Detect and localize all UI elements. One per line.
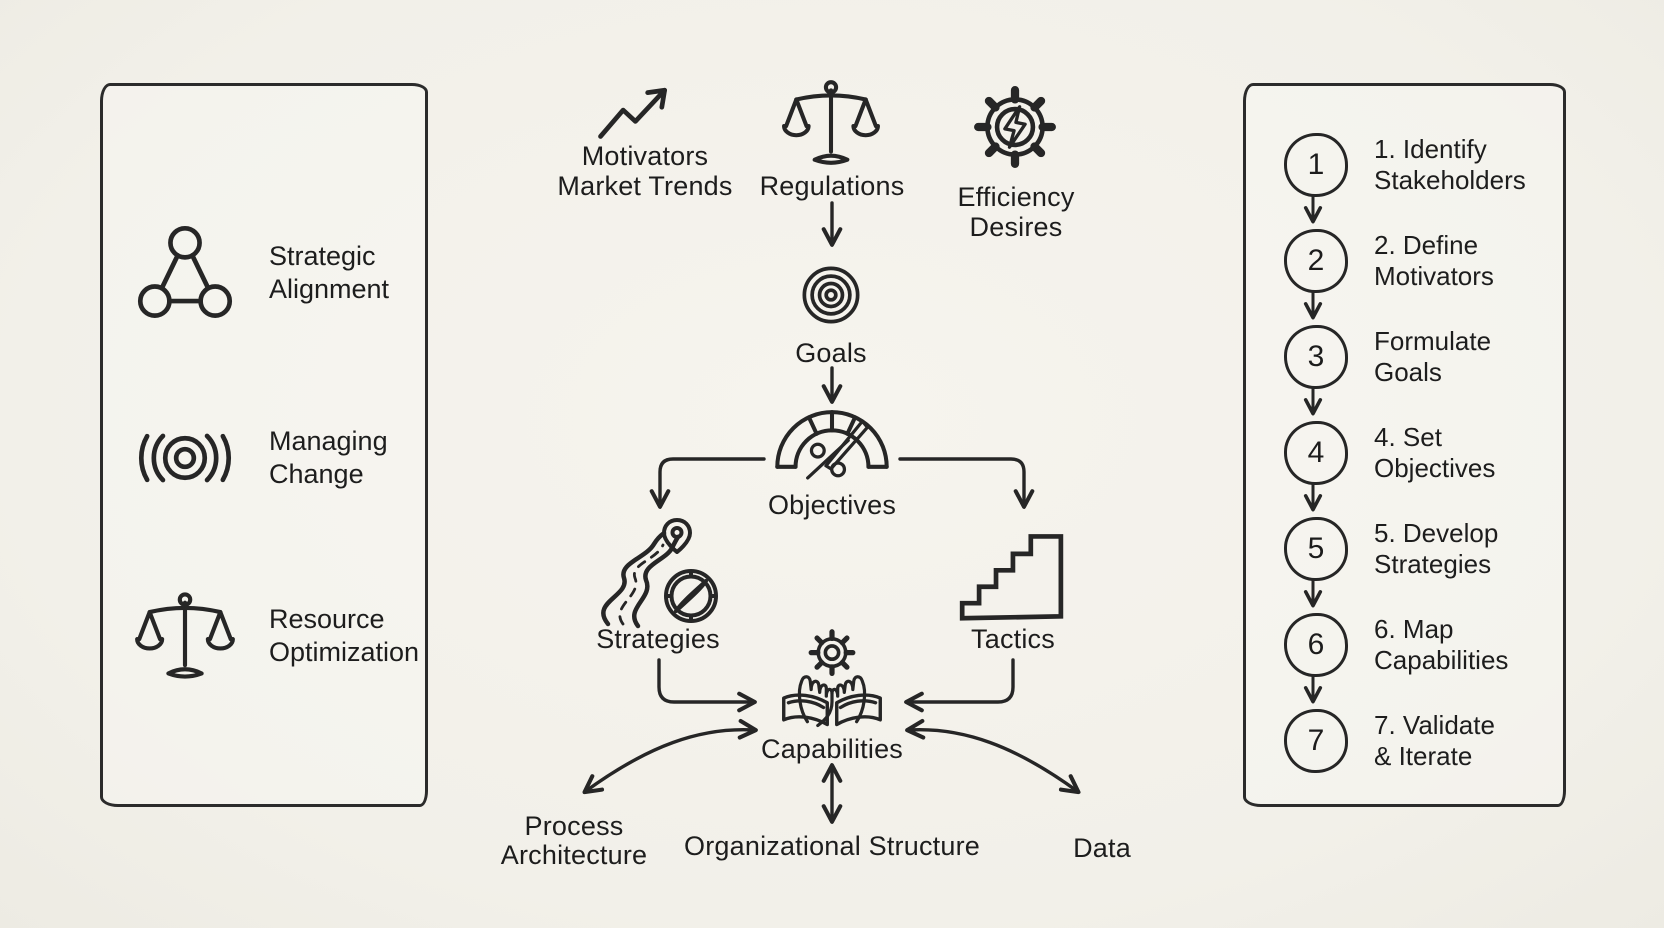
step-label: 5. Develop Strategies <box>1374 518 1499 579</box>
ripple-icon <box>133 406 237 510</box>
step-label: 6. Map Capabilities <box>1374 614 1509 675</box>
balance-scale-icon <box>133 584 237 688</box>
step-number-badge: 5 <box>1284 517 1348 581</box>
step-number-badge: 6 <box>1284 613 1348 677</box>
step-label: 7. Validate & Iterate <box>1374 710 1495 771</box>
motivators-label: Motivators Market Trends <box>557 141 733 201</box>
step-number-badge: 4 <box>1284 421 1348 485</box>
step-number-badge: 7 <box>1284 709 1348 773</box>
balance-scale-icon <box>780 72 882 174</box>
objectives-label: Objectives <box>767 490 897 520</box>
data-label: Data <box>1073 833 1131 863</box>
step-label: 1. Identify Stakeholders <box>1374 134 1526 195</box>
process-architecture-label: Process Architecture <box>500 811 648 870</box>
efficiency-label: Efficiency Desires <box>957 182 1075 242</box>
step-label: Formulate Goals <box>1374 326 1492 387</box>
step-7: 7 7. Validate & Iterate <box>1284 709 1495 773</box>
step-3: 3 Formulate Goals <box>1284 325 1491 389</box>
target-icon <box>794 258 868 332</box>
arrow-strategies-capabilities <box>657 658 757 713</box>
strategies-label: Strategies <box>596 624 720 654</box>
step-number-badge: 2 <box>1284 229 1348 293</box>
organizational-structure-label: Organizational Structure <box>684 831 980 861</box>
right-panel: 1 1. Identify Stakeholders 2 2. Define M… <box>1243 83 1566 807</box>
goals-label: Goals <box>795 338 867 368</box>
step-label: 4. Set Objectives <box>1374 422 1496 483</box>
network-triangle-icon <box>133 221 237 325</box>
step-number-badge: 1 <box>1284 133 1348 197</box>
hands-gear-icon <box>770 628 894 734</box>
left-item-label: Managing Change <box>269 426 388 489</box>
step-number-badge: 3 <box>1284 325 1348 389</box>
gear-lightning-icon <box>969 81 1061 173</box>
left-panel-item-strategic-alignment: Strategic Alignment <box>133 220 389 326</box>
left-panel-item-resource-optimization: Resource Optimization <box>133 583 419 689</box>
step-6: 6 6. Map Capabilities <box>1284 613 1508 677</box>
regulations-label: Regulations <box>759 171 905 201</box>
arrow-capabilities-process <box>582 718 758 795</box>
step-4: 4 4. Set Objectives <box>1284 421 1495 485</box>
tactics-label: Tactics <box>971 624 1055 654</box>
road-compass-icon <box>594 518 729 630</box>
arrow-tactics-capabilities <box>904 658 1015 713</box>
left-item-label: Resource Optimization <box>269 604 420 667</box>
left-panel: Strategic Alignment Managing Change <box>100 83 428 807</box>
step-1: 1 1. Identify Stakeholders <box>1284 133 1526 197</box>
trend-up-arrow-icon <box>592 78 692 144</box>
gauge-icon <box>771 402 893 482</box>
capabilities-label: Capabilities <box>761 734 903 764</box>
step-2: 2 2. Define Motivators <box>1284 229 1494 293</box>
step-label: 2. Define Motivators <box>1374 230 1494 291</box>
stairs-icon <box>953 528 1071 622</box>
arrow-objectives-tactics <box>898 457 1035 509</box>
left-panel-item-managing-change: Managing Change <box>133 405 388 511</box>
arrow-capabilities-data <box>905 718 1081 795</box>
left-item-label: Strategic Alignment <box>269 241 390 304</box>
arrow-objectives-strategies <box>649 457 766 509</box>
step-5: 5 5. Develop Strategies <box>1284 517 1498 581</box>
